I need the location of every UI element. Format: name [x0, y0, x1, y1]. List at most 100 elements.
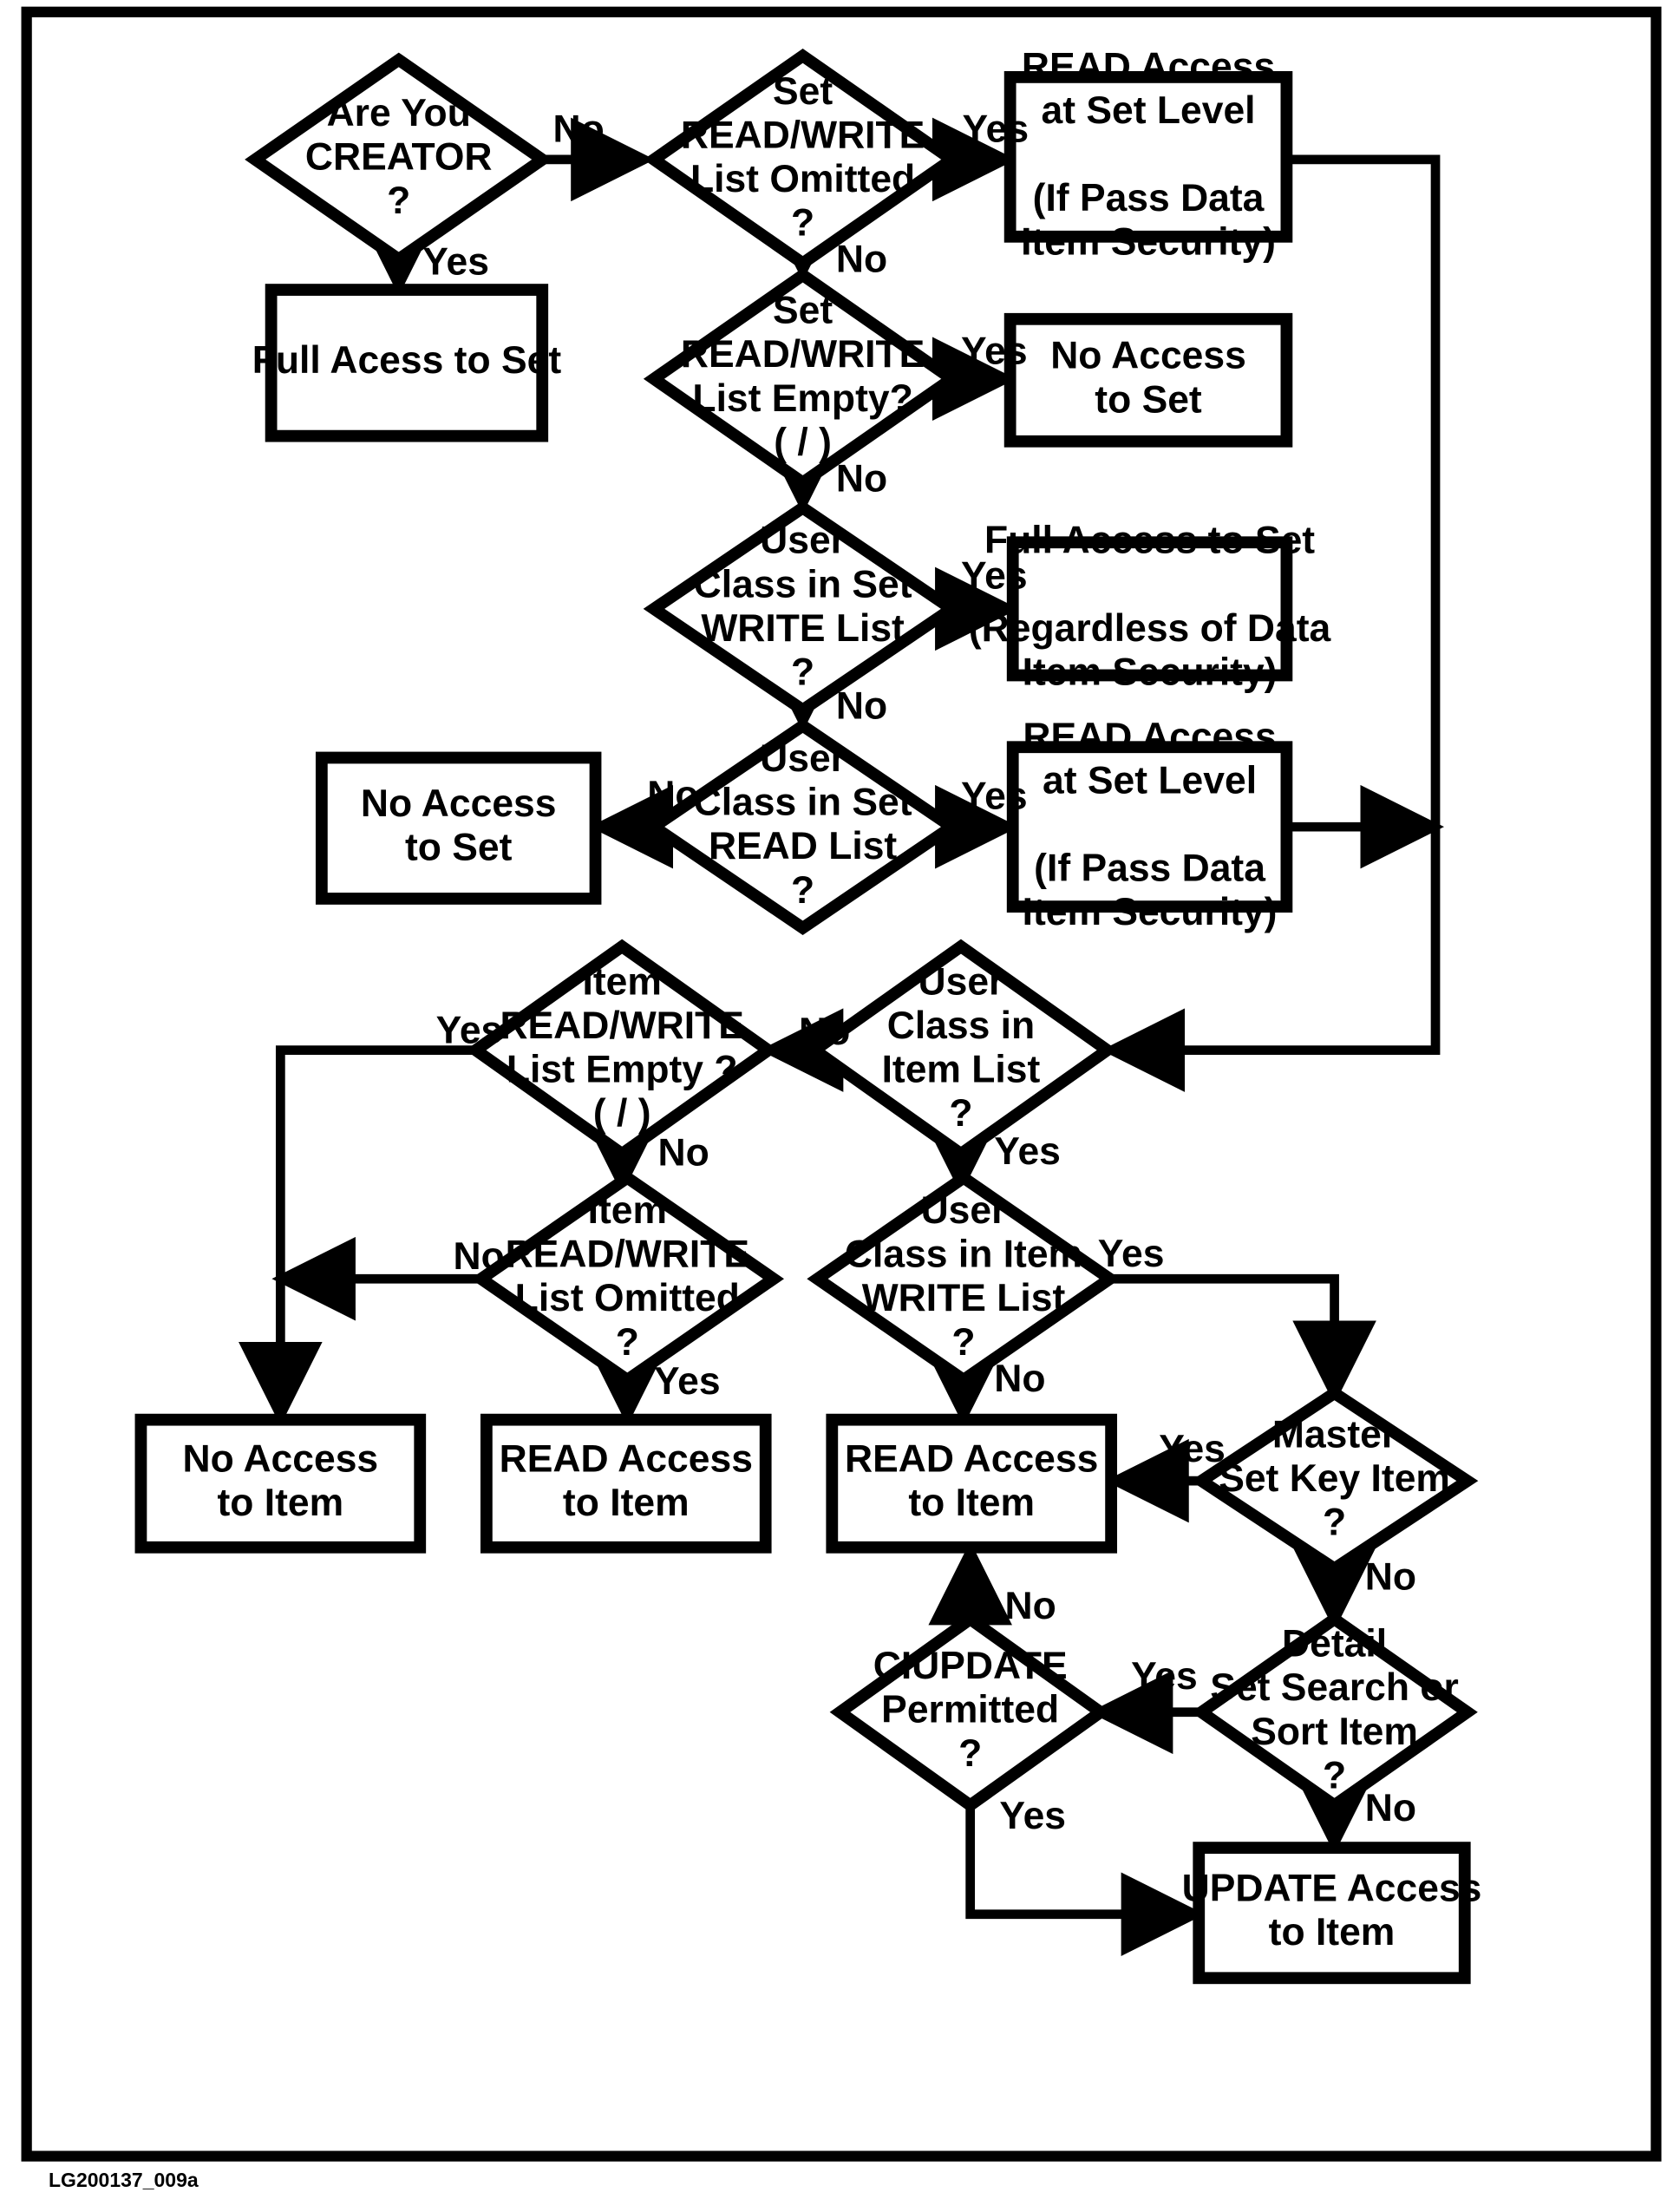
node-text-line: READ/WRITE: [500, 1005, 743, 1047]
node-text-line: to Set: [405, 827, 513, 869]
node-text-line: List Omitted: [515, 1277, 740, 1319]
node-text-line: to Item: [1269, 1911, 1396, 1953]
node-text-line: Set: [773, 290, 833, 332]
decision-shape: [465, 939, 779, 1162]
edge-label-set-empty-yes: Yes: [961, 330, 1028, 372]
edge-label-creator-yes: Yes: [422, 241, 489, 284]
decision-shape: [470, 1170, 785, 1388]
node-text-line: to Item: [563, 1482, 690, 1524]
page-border: [21, 6, 1662, 2162]
node-text-line: Class in Set: [694, 563, 912, 605]
edge-label-creator-no: No: [552, 108, 604, 150]
node-text-line: WRITE List: [701, 607, 905, 650]
node-text-line: ( / ): [774, 421, 832, 463]
decision-shape: [1190, 1385, 1479, 1576]
node-text-line: ?: [387, 180, 410, 222]
node-text-line: READ Access: [1022, 45, 1275, 88]
process-shape: [315, 751, 602, 905]
node-text-line: READ Access: [1023, 716, 1276, 758]
node-text-line: WRITE List: [862, 1277, 1066, 1319]
decision-shape: [643, 501, 963, 717]
edge-label-set-omitted-no: No: [836, 239, 887, 281]
edge-label-ciupdate-yes: Yes: [999, 1795, 1066, 1837]
decision-shape: [245, 52, 553, 267]
edge-label-item-omitted-yes: Yes: [654, 1360, 721, 1403]
node-text-line: READ List: [709, 825, 897, 867]
node-text-line: at Set Level: [1042, 89, 1256, 132]
node-text-line: ?: [951, 1321, 975, 1364]
process-shape: [1006, 741, 1293, 913]
node-text-line: Detail: [1282, 1623, 1387, 1666]
node-text-line: READ Access: [845, 1438, 1098, 1481]
node-text-line: Class in: [887, 1005, 1035, 1047]
node-text-line: ?: [958, 1732, 982, 1775]
edge-label-detail-sort-no: No: [1365, 1787, 1416, 1829]
node-text-line: UPDATE Access: [1182, 1868, 1482, 1910]
edge-label-item-omitted-no: No: [454, 1235, 505, 1278]
process-shape: [1006, 536, 1293, 682]
node-text-line: ( / ): [593, 1092, 651, 1135]
node-text-line: Full Acess to Set: [252, 339, 562, 382]
edge-item-empty-yes-to-no-access-item: [239, 1045, 476, 1426]
node-text-line: (Regardless of Data: [969, 607, 1331, 650]
node-text-line: ?: [1323, 1501, 1346, 1543]
node-text-line: Sort Item: [1251, 1711, 1418, 1753]
process-shape: [1003, 312, 1293, 448]
figure-caption: LG200137_009a: [49, 2169, 199, 2191]
node-text-line: User: [760, 737, 846, 780]
node-text-line: Item Security): [1023, 891, 1278, 933]
decision-shape: [643, 48, 963, 271]
process-shape: [480, 1413, 772, 1554]
node-text-line: ?: [616, 1321, 639, 1364]
node-text-line: No Access: [361, 782, 557, 825]
edge-label-set-omitted-yes: Yes: [962, 108, 1029, 150]
edge-label-item-list-no: No: [799, 1011, 850, 1053]
node-text-line: Are You: [327, 92, 471, 134]
process-shape: [1193, 1842, 1471, 1985]
edge-label-set-read-yes: Yes: [961, 776, 1028, 818]
edge-label-item-empty-yes: Yes: [436, 1009, 503, 1051]
edge-label-master-key-no: No: [1365, 1555, 1416, 1598]
node-text-line: at Set Level: [1043, 759, 1257, 802]
node-text-line: User: [918, 961, 1004, 1004]
node-text-line: CIUPDATE: [873, 1645, 1068, 1687]
node-text-line: ?: [791, 201, 814, 244]
node-text-line: ?: [791, 869, 814, 912]
node-text-line: READ Access: [500, 1438, 753, 1481]
process-shape: [1003, 70, 1293, 243]
process-shape: [826, 1413, 1118, 1554]
connectors: [239, 117, 1444, 1957]
node-text-line: Class in Set: [694, 782, 912, 824]
node-text-line: READ/WRITE: [681, 333, 925, 376]
edge-label-master-key-yes: Yes: [1159, 1428, 1226, 1470]
node-full-acess-to-set: Full Acess to Set: [252, 284, 562, 442]
node-text-line: to Item: [218, 1482, 344, 1524]
node-text-line: (If Pass Data: [1034, 847, 1265, 889]
decision-shape: [807, 1170, 1121, 1388]
edge-label-ciupdate-no: No: [1005, 1585, 1056, 1627]
node-text-line: Item: [588, 1189, 667, 1232]
node-text-line: Set: [773, 70, 833, 113]
decision-shape: [643, 267, 963, 490]
edge-label-item-empty-no: No: [658, 1131, 709, 1174]
node-text-line: to Set: [1095, 378, 1202, 421]
node-text-line: User: [921, 1189, 1007, 1232]
